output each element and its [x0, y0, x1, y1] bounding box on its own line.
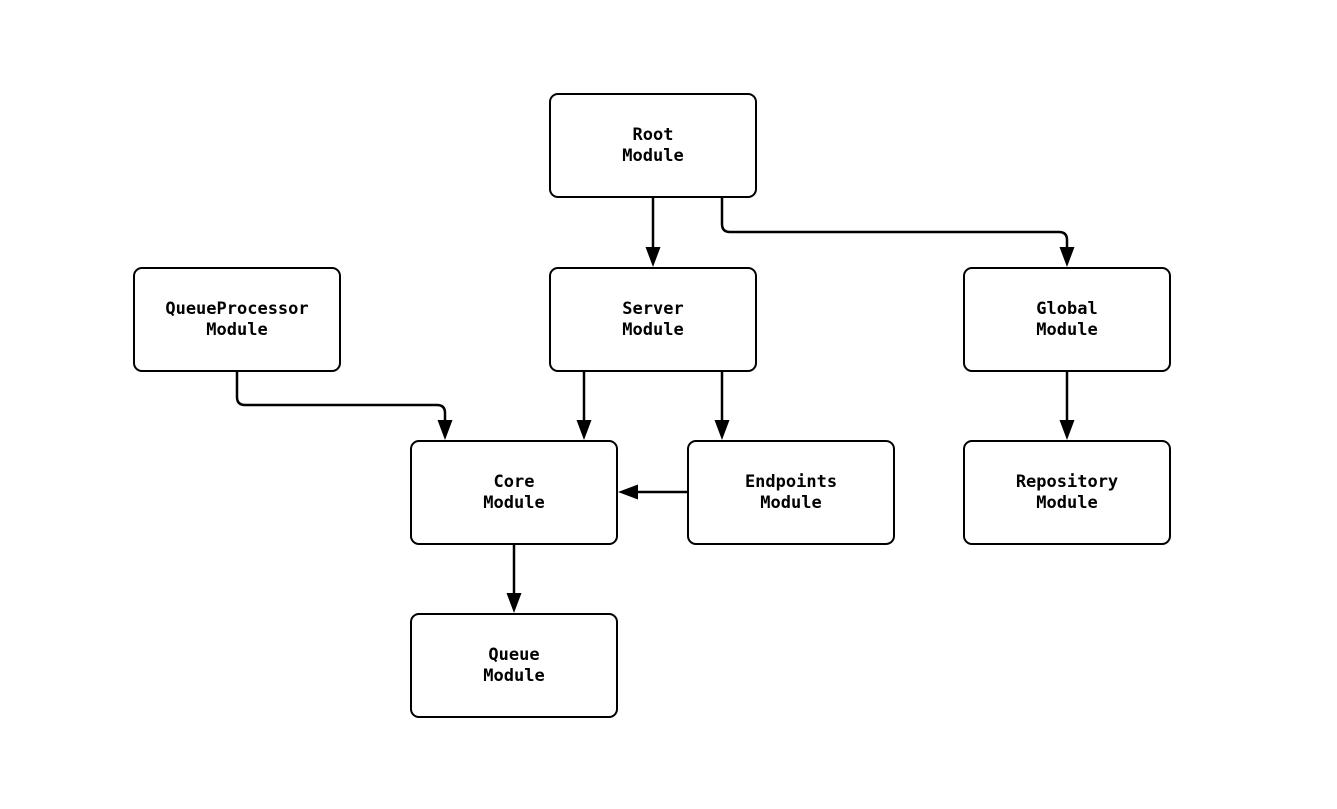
node-label-line: QueueProcessor: [165, 298, 309, 319]
node-global-module: Global Module: [963, 267, 1171, 372]
node-label-line: Module: [622, 145, 684, 166]
node-root-module: Root Module: [549, 93, 757, 198]
node-core-module: Core Module: [410, 440, 618, 545]
node-label-line: Core: [493, 471, 535, 492]
node-label-line: Server: [622, 298, 684, 319]
node-label-line: Repository: [1015, 471, 1119, 492]
node-label-line: Module: [622, 319, 684, 340]
edge-queueprocessor-to-core: [235, 372, 453, 440]
node-label-line: Module: [1036, 492, 1098, 513]
edge-root-to-global: [720, 198, 1075, 267]
node-label-line: Global: [1036, 298, 1098, 319]
node-queueprocessor-module: QueueProcessor Module: [133, 267, 341, 372]
node-label-line: Module: [483, 492, 545, 513]
node-label-line: Root: [632, 124, 674, 145]
node-repository-module: Repository Module: [963, 440, 1171, 545]
node-label-line: Module: [760, 492, 822, 513]
node-label-line: Queue: [488, 644, 540, 665]
node-label-line: Module: [483, 665, 545, 686]
node-queue-module: Queue Module: [410, 613, 618, 718]
node-label-line: Endpoints: [744, 471, 838, 492]
node-server-module: Server Module: [549, 267, 757, 372]
node-label-line: Module: [206, 319, 268, 340]
node-label-line: Module: [1036, 319, 1098, 340]
node-endpoints-module: Endpoints Module: [687, 440, 895, 545]
